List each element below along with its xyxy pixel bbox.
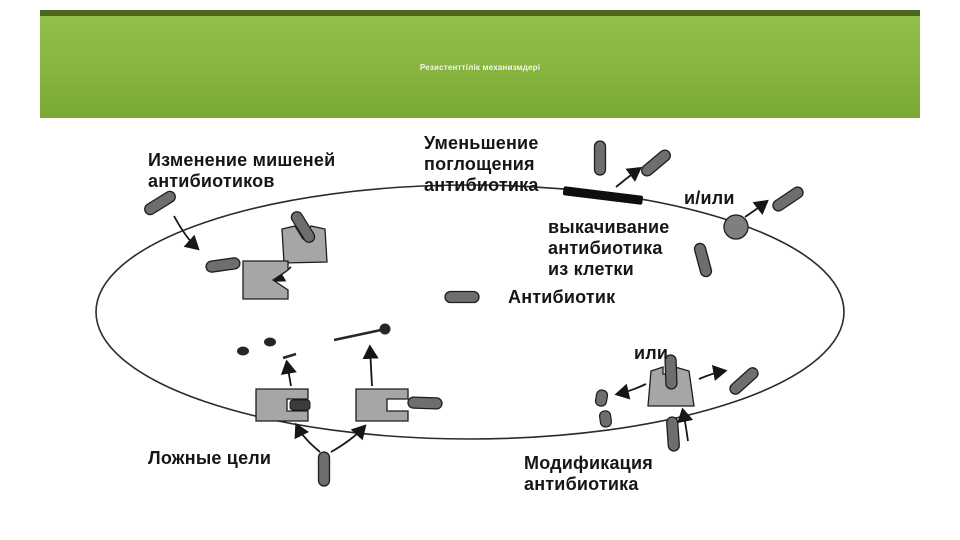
cell-membrane-ellipse bbox=[95, 184, 845, 440]
antibiotic-rod bbox=[593, 140, 607, 176]
label-target-change: Изменение мишеней антибиотиков bbox=[148, 150, 336, 192]
flow-arrow bbox=[698, 364, 728, 381]
label-modification: Модификация антибиотика bbox=[524, 453, 653, 495]
antibiotic-rod bbox=[692, 241, 714, 279]
flow-arrow bbox=[615, 166, 642, 188]
false-target-receptor-right bbox=[355, 388, 409, 422]
efflux-pump-circle bbox=[723, 214, 749, 240]
flow-arrow bbox=[614, 383, 647, 400]
label-uptake: Уменьшение поглощения антибиотика bbox=[424, 133, 539, 196]
degraded-fragment-dot bbox=[264, 337, 276, 347]
target-receptor-altered bbox=[242, 260, 289, 300]
flow-arrow bbox=[173, 215, 200, 251]
cleaved-antibiotic-half bbox=[594, 389, 609, 407]
flow-arrow bbox=[677, 407, 694, 442]
antibiotic-rod bbox=[142, 188, 178, 218]
antibiotic-rod bbox=[727, 364, 761, 398]
label-efflux: выкачивание антибиотика из клетки bbox=[548, 217, 670, 280]
antibiotic-rod bbox=[407, 396, 443, 410]
antibiotic-rod bbox=[317, 451, 331, 487]
label-antibiotic-legend: Антибиотик bbox=[508, 287, 616, 307]
bound-antibiotic-stub bbox=[289, 399, 311, 411]
cleaved-antibiotic-half bbox=[598, 410, 613, 428]
antibiotic-rod bbox=[770, 184, 806, 214]
fragment-dash bbox=[282, 352, 297, 360]
flow-arrow bbox=[294, 422, 321, 453]
label-and-or: и/или bbox=[684, 188, 735, 208]
false-target-receptor-left bbox=[255, 388, 309, 422]
antibiotic-rod bbox=[638, 147, 674, 179]
antibiotic-rod bbox=[204, 256, 242, 274]
membrane-barrier-bar bbox=[562, 186, 643, 205]
antibiotic-legend-rod bbox=[444, 290, 480, 304]
fragment-line bbox=[333, 328, 382, 342]
flow-arrow bbox=[280, 359, 297, 387]
target-receptor-bound bbox=[281, 225, 328, 264]
flow-arrow bbox=[744, 199, 769, 218]
flow-arrow bbox=[362, 344, 379, 387]
label-or: или bbox=[634, 343, 669, 363]
degraded-fragment-dot bbox=[237, 346, 249, 356]
antibiotic-rod bbox=[665, 416, 681, 452]
slide-title: Резистенттілік механизмдері bbox=[419, 62, 541, 72]
flow-arrow bbox=[330, 424, 367, 453]
fragment-ball bbox=[379, 323, 391, 335]
label-false-targets: Ложные цели bbox=[148, 448, 272, 468]
header-bar: Резистенттілік механизмдері bbox=[40, 10, 920, 118]
